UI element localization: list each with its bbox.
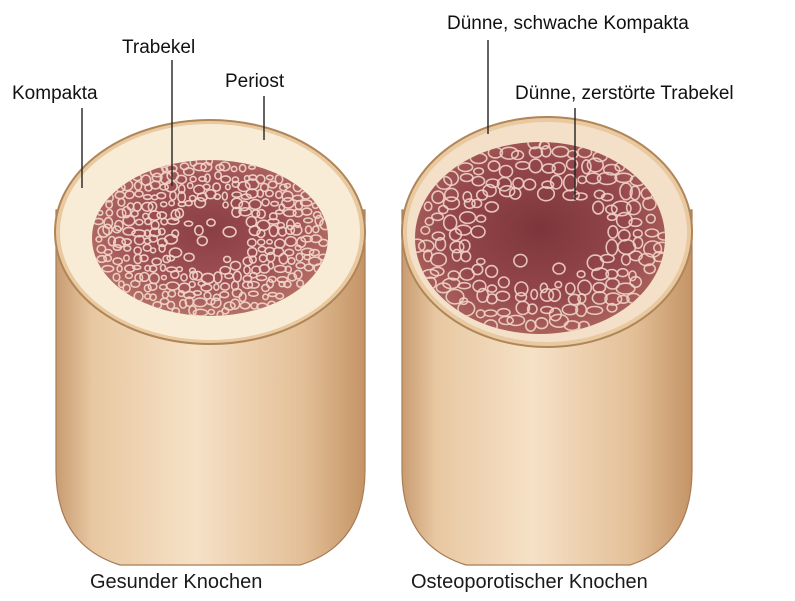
label-duenne-kompakta: Dünne, schwache Kompakta [447, 14, 689, 33]
label-periost: Periost [225, 72, 284, 91]
label-kompakta: Kompakta [12, 84, 98, 103]
label-trabekel: Trabekel [122, 38, 195, 57]
osteoporotic-bone [402, 117, 692, 565]
healthy-bone [55, 120, 365, 565]
caption-healthy: Gesunder Knochen [90, 572, 262, 592]
caption-osteoporotic: Osteoporotischer Knochen [411, 572, 648, 592]
label-duenne-trabekel: Dünne, zerstörte Trabekel [515, 84, 734, 103]
